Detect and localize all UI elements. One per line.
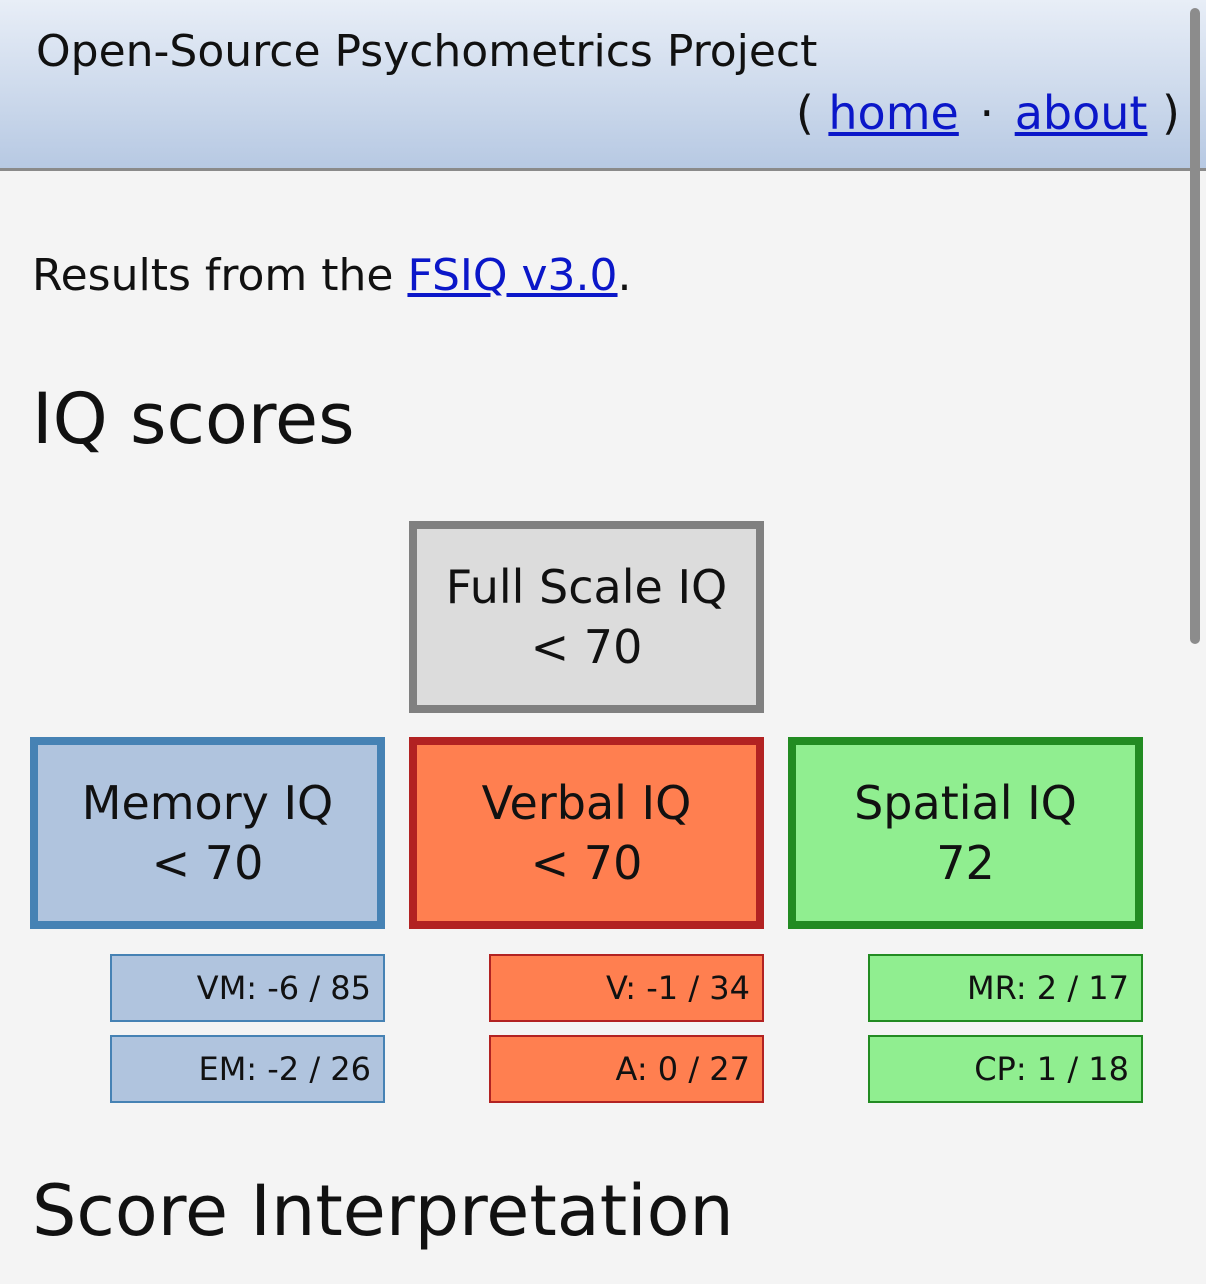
site-header: Open-Source Psychometrics Project ( home…	[0, 0, 1206, 171]
results-intro: Results from the FSIQ v3.0.	[32, 250, 632, 301]
full-scale-iq-box: Full Scale IQ < 70	[409, 521, 764, 713]
nav-about-link[interactable]: about	[1014, 86, 1148, 140]
memory-iq-label: Memory IQ	[81, 776, 334, 830]
results-prefix: Results from the	[32, 250, 408, 301]
score-interpretation-heading: Score Interpretation	[32, 1170, 734, 1252]
memory-iq-value: < 70	[151, 836, 264, 890]
nav-home-link[interactable]: home	[828, 86, 959, 140]
top-nav: ( home · about )	[796, 86, 1180, 140]
full-scale-iq-value: < 70	[530, 620, 643, 674]
memory-iq-box: Memory IQ < 70	[30, 737, 385, 929]
nav-open-paren: (	[795, 86, 814, 140]
subscore-mr: MR: 2 / 17	[868, 954, 1143, 1022]
subscore-v: V: -1 / 34	[489, 954, 764, 1022]
full-scale-iq-label: Full Scale IQ	[445, 560, 728, 614]
subscore-vm: VM: -6 / 85	[110, 954, 385, 1022]
verbal-iq-box: Verbal IQ < 70	[409, 737, 764, 929]
verbal-iq-label: Verbal IQ	[481, 776, 692, 830]
spatial-iq-label: Spatial IQ	[854, 776, 1077, 830]
nav-close-paren: )	[1162, 86, 1180, 140]
site-title: Open-Source Psychometrics Project	[36, 26, 818, 77]
test-link[interactable]: FSIQ v3.0	[407, 250, 618, 301]
subscore-em: EM: -2 / 26	[110, 1035, 385, 1103]
results-suffix: .	[617, 250, 632, 301]
subscore-a: A: 0 / 27	[489, 1035, 764, 1103]
verbal-iq-value: < 70	[530, 836, 643, 890]
spatial-iq-box: Spatial IQ 72	[788, 737, 1143, 929]
scrollbar-thumb[interactable]	[1190, 8, 1200, 644]
nav-separator: ·	[979, 86, 995, 140]
subscore-cp: CP: 1 / 18	[868, 1035, 1143, 1103]
spatial-iq-value: 72	[936, 836, 995, 890]
iq-scores-heading: IQ scores	[32, 378, 355, 460]
